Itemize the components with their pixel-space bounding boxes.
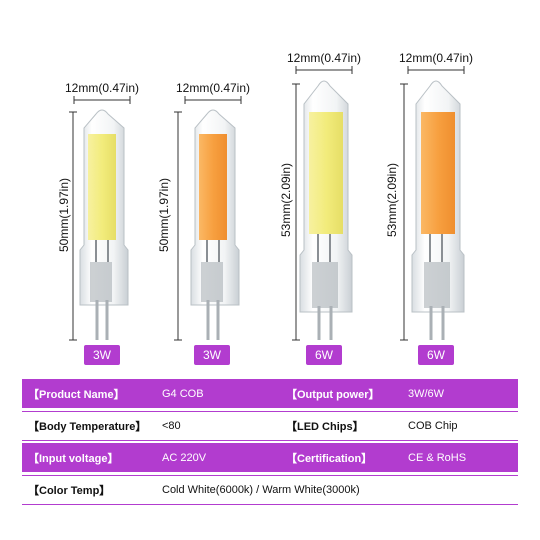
bulb-1-chip [88,134,116,240]
bulb-4-power-badge: 6W [418,345,454,365]
spec-value: G4 COB [162,387,204,400]
spec-table: 【Product Name】 G4 COB 【Output power】 3W/… [22,379,518,505]
spec-value: <80 [162,419,181,432]
bulb-illustrations: 12mm(0.47in) 50mm(1.97in) 12mm(0.47in) 5… [57,51,473,341]
bulb-3-height-label: 53mm(2.09in) [279,163,293,237]
spec-value: 3W/6W [408,387,445,400]
bulb-2-width-label: 12mm(0.47in) [176,81,250,95]
spec-row-product-name: 【Product Name】 G4 COB 【Output power】 3W/… [22,379,518,408]
bulb-4: 12mm(0.47in) 53mm(2.09in) [385,51,473,341]
bulb-3-width-label: 12mm(0.47in) [287,51,361,65]
bulb-1-power-badge: 3W [84,345,120,365]
spec-row-color-temp: 【Color Temp】 Cold White(6000k) / Warm Wh… [22,475,518,504]
bulb-2-chip [199,134,227,240]
bulb-4-width-label: 12mm(0.47in) [399,51,473,65]
bulb-2-height-label: 50mm(1.97in) [157,178,171,252]
spec-label: 【Output power】 [286,388,380,401]
spec-value: CE & RoHS [408,451,467,464]
spec-label: 【Color Temp】 [28,484,111,497]
spec-label: 【LED Chips】 [286,420,364,433]
spec-label: 【Certification】 [286,452,373,465]
bulb-3-power-badge: 6W [306,345,342,365]
bulb-1-height-label: 50mm(1.97in) [57,178,71,252]
bulb-4-height-label: 53mm(2.09in) [385,163,399,237]
spec-value: COB Chip [408,419,458,432]
spec-value: AC 220V [162,451,207,464]
spec-label: 【Body Temperature】 [28,420,147,433]
bulb-1-width-label: 12mm(0.47in) [65,81,139,95]
spec-value: Cold White(6000k) / Warm White(3000k) [162,483,360,496]
bulb-4-chip [421,112,455,234]
spec-row-input-voltage: 【Input voltage】 AC 220V 【Certification】 … [22,443,518,472]
bulb-2: 12mm(0.47in) 50mm(1.97in) [157,81,250,341]
bulb-3-chip [309,112,343,234]
spec-label: 【Input voltage】 [28,452,119,465]
product-image: 12mm(0.47in) 50mm(1.97in) 12mm(0.47in) 5… [57,51,473,365]
spec-label: 【Product Name】 [28,388,125,401]
bulb-3: 12mm(0.47in) 53mm(2.09in) [279,51,361,341]
bulb-1: 12mm(0.47in) 50mm(1.97in) [57,81,139,341]
bulb-2-power-badge: 3W [194,345,230,365]
spec-row-body-temperature: 【Body Temperature】 <80 【LED Chips】 COB C… [22,411,518,440]
